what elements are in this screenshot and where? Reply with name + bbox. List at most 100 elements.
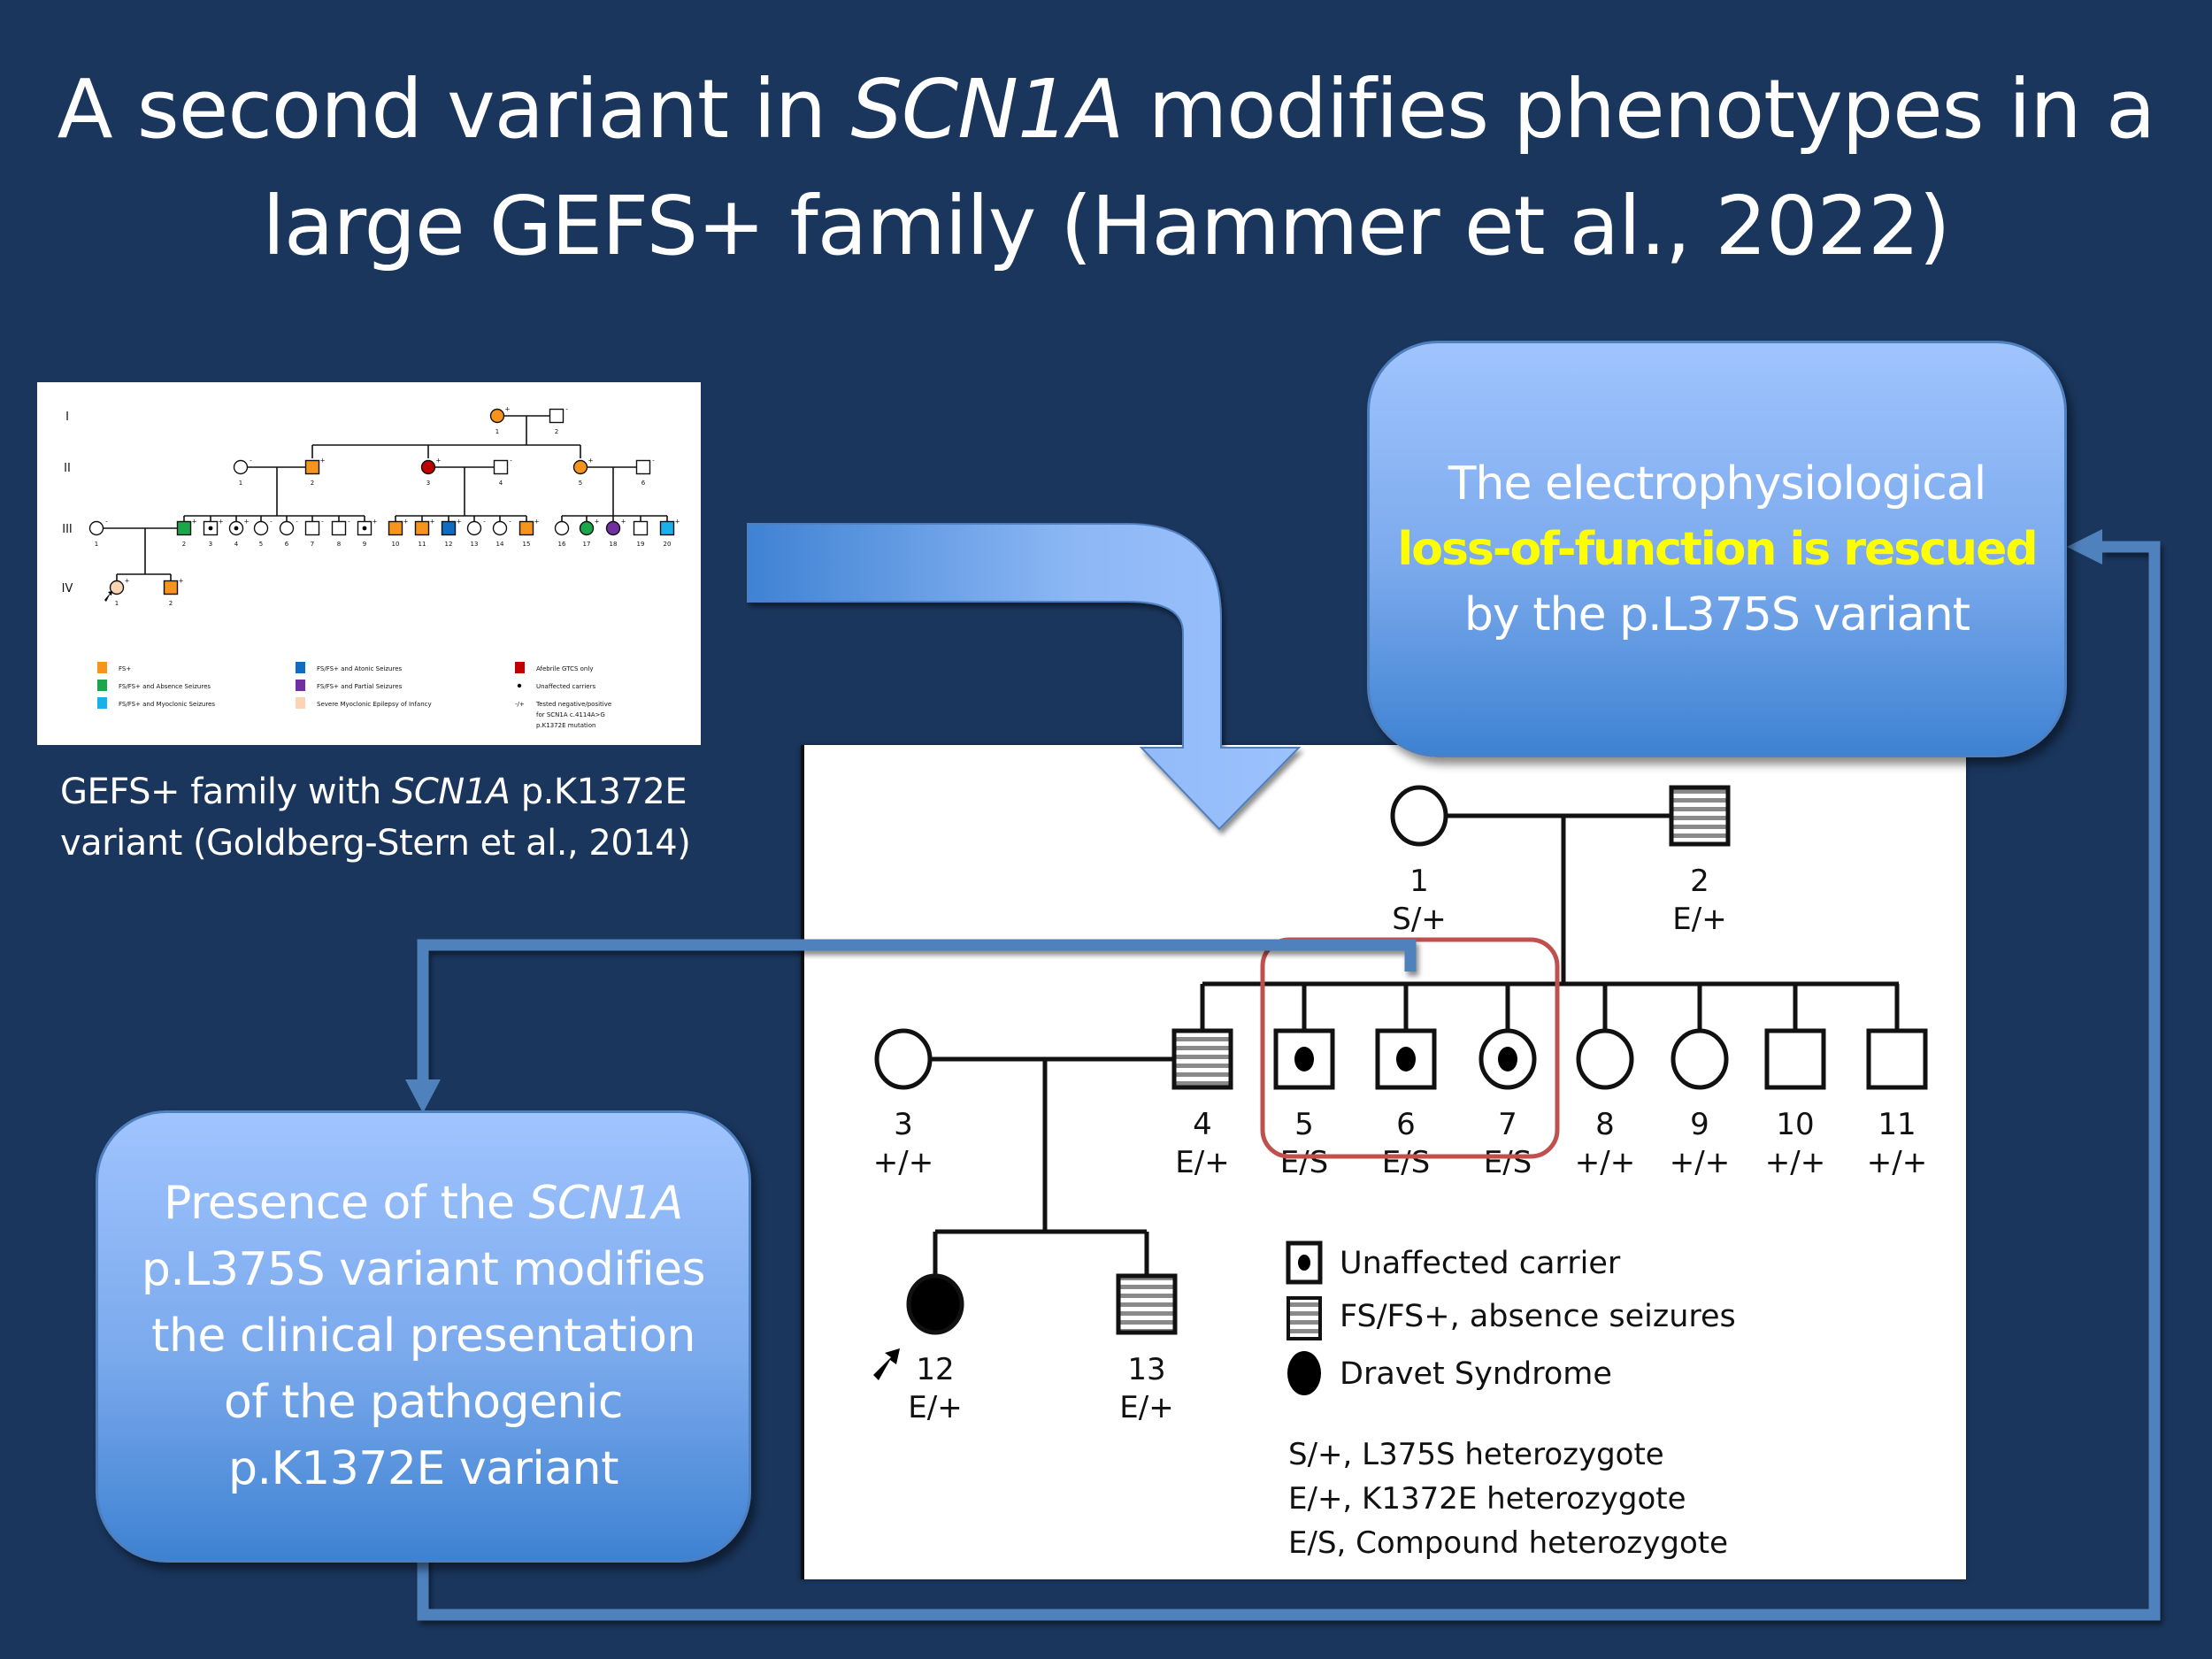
small-pedigree-individual-III-13: 13- bbox=[466, 518, 486, 548]
individual-number: 2 bbox=[555, 428, 558, 435]
individual-number: 12 bbox=[445, 541, 453, 548]
pedigree-individual-13: 13E/+ bbox=[1116, 1273, 1178, 1425]
callout-modifier-line4: of the pathogenic bbox=[223, 1376, 624, 1429]
test-result-mark: + bbox=[436, 457, 442, 465]
small-pedigree-lines bbox=[104, 415, 668, 581]
pedigree-individual-3: 3+/+ bbox=[873, 1028, 933, 1180]
pedigree-individual-10: 10+/+ bbox=[1764, 1028, 1826, 1180]
test-result-mark: - bbox=[250, 457, 252, 465]
small-pedigree-individual-IV-2: 2+ bbox=[163, 578, 184, 607]
small-pedigree-individual-III-16: 16 bbox=[554, 520, 570, 548]
genotype-key-item: E/S, Compound heterozygote bbox=[1288, 1525, 1728, 1561]
slide-title: A second variant in SCN1A modifies pheno… bbox=[0, 51, 2212, 285]
pedigree-individual-4: 4E/+ bbox=[1171, 1028, 1233, 1180]
test-result-mark: - bbox=[296, 518, 298, 526]
individual-number: 9 bbox=[1690, 1107, 1709, 1142]
individual-number: 15 bbox=[523, 541, 531, 548]
arrowhead-left-icon bbox=[2067, 529, 2102, 565]
individual-number: 1 bbox=[239, 480, 242, 487]
test-result-mark: - bbox=[321, 518, 324, 526]
individual-genotype: +/+ bbox=[1670, 1145, 1730, 1180]
callout-text: Presence of the bbox=[164, 1177, 529, 1230]
legend-label: FS/FS+ and Partial Seizures bbox=[317, 683, 403, 690]
individual-number: 1 bbox=[115, 600, 119, 607]
individual-number: 4 bbox=[1193, 1107, 1212, 1142]
generation-label: III bbox=[62, 523, 73, 536]
individual-number: 5 bbox=[1294, 1107, 1314, 1142]
test-result-mark: - bbox=[105, 518, 108, 526]
individual-genotype: +/+ bbox=[1575, 1145, 1635, 1180]
legend-label: for SCN1A c.4114A>G bbox=[536, 711, 605, 718]
male-symbol bbox=[414, 520, 430, 536]
legend-label: Tested negative/positive bbox=[535, 701, 611, 708]
legend-swatch bbox=[97, 697, 107, 709]
legend-swatch bbox=[97, 662, 107, 673]
legend-carrier-dot-icon bbox=[1298, 1255, 1310, 1271]
small-pedigree-individual-I-2: 2- bbox=[549, 406, 568, 435]
individual-number: 12 bbox=[916, 1352, 954, 1387]
caption-text: p.K1372E bbox=[510, 772, 687, 812]
legend-swatch bbox=[296, 662, 305, 673]
pedigree-individual-8: 8+/+ bbox=[1575, 1028, 1635, 1180]
title-text-line2: large GEFS+ family (Hammer et al., 2022) bbox=[262, 179, 1950, 273]
individual-number: 7 bbox=[1498, 1107, 1517, 1142]
test-result-mark: + bbox=[621, 518, 626, 526]
individual-number: 6 bbox=[285, 541, 289, 548]
male-symbol bbox=[304, 459, 320, 475]
genotype-key-item: S/+, L375S heterozygote bbox=[1288, 1437, 1664, 1472]
individual-genotype: +/+ bbox=[1867, 1145, 1927, 1180]
individual-number: 6 bbox=[1396, 1107, 1416, 1142]
callout-modifier-line2: p.L375S variant modifies bbox=[141, 1243, 706, 1296]
individual-number: 3 bbox=[209, 541, 212, 548]
individual-number: 9 bbox=[363, 541, 366, 548]
callout-rescue-line3: by the p.L375S variant bbox=[1463, 588, 1970, 641]
small-pedigree-individual-III-4: 4+ bbox=[228, 518, 250, 548]
callout-rescue-line1: The electrophysiological bbox=[1448, 457, 1986, 511]
individual-number: 4 bbox=[499, 480, 503, 487]
genotype-key-item: E/+, K1372E heterozygote bbox=[1288, 1481, 1686, 1517]
male-symbol bbox=[388, 520, 403, 536]
small-pedigree-individual-II-4: 4- bbox=[493, 457, 512, 487]
individual-number: 18 bbox=[610, 541, 618, 548]
small-pedigree-individual-III-17: 17+ bbox=[579, 518, 600, 548]
legend-label: Dravet Syndrome bbox=[1340, 1356, 1612, 1392]
legend-swatch bbox=[515, 662, 525, 673]
small-pedigree-individual-III-11: 11+ bbox=[414, 518, 435, 548]
individual-number: 3 bbox=[426, 480, 430, 487]
female-symbol bbox=[572, 459, 588, 475]
small-pedigree-individual-III-15: 15+ bbox=[518, 518, 540, 548]
female-symbol bbox=[874, 1028, 933, 1090]
legend-swatch bbox=[97, 680, 107, 691]
legend-label: FS/FS+ and Myoclonic Seizures bbox=[119, 701, 215, 708]
title-text: A second variant in bbox=[57, 62, 851, 157]
individual-number: 10 bbox=[1776, 1107, 1814, 1142]
individual-number: 1 bbox=[95, 541, 98, 548]
individual-number: 5 bbox=[259, 541, 263, 548]
test-result-mark: + bbox=[430, 518, 435, 526]
male-symbol bbox=[1764, 1028, 1826, 1090]
test-result-mark: + bbox=[219, 518, 224, 526]
test-result-mark: + bbox=[505, 406, 511, 413]
individual-number: 1 bbox=[1409, 864, 1429, 899]
male-symbol bbox=[493, 459, 509, 475]
small-pedigree-individual-III-5: 5- bbox=[253, 518, 273, 548]
female-symbol bbox=[466, 520, 482, 536]
test-result-mark: - bbox=[652, 457, 655, 465]
callout-modifier-line1: Presence of the SCN1A bbox=[98, 1171, 749, 1237]
female-symbol bbox=[420, 459, 436, 475]
individual-number: 2 bbox=[311, 480, 314, 487]
individual-number: 2 bbox=[1690, 864, 1709, 899]
male-symbol bbox=[331, 520, 347, 536]
pedigree-individual-11: 11+/+ bbox=[1866, 1028, 1928, 1180]
male-symbol bbox=[633, 520, 649, 536]
test-result-mark: + bbox=[588, 457, 594, 465]
caption-text: GEFS+ family with bbox=[60, 772, 392, 812]
test-result-mark: + bbox=[457, 518, 462, 526]
female-symbol bbox=[233, 459, 249, 475]
carrier-dot bbox=[1396, 1047, 1416, 1071]
individual-number: 17 bbox=[583, 541, 591, 548]
test-result-mark: + bbox=[244, 518, 250, 526]
small-pedigree-individual-II-2: 2+ bbox=[304, 457, 326, 487]
